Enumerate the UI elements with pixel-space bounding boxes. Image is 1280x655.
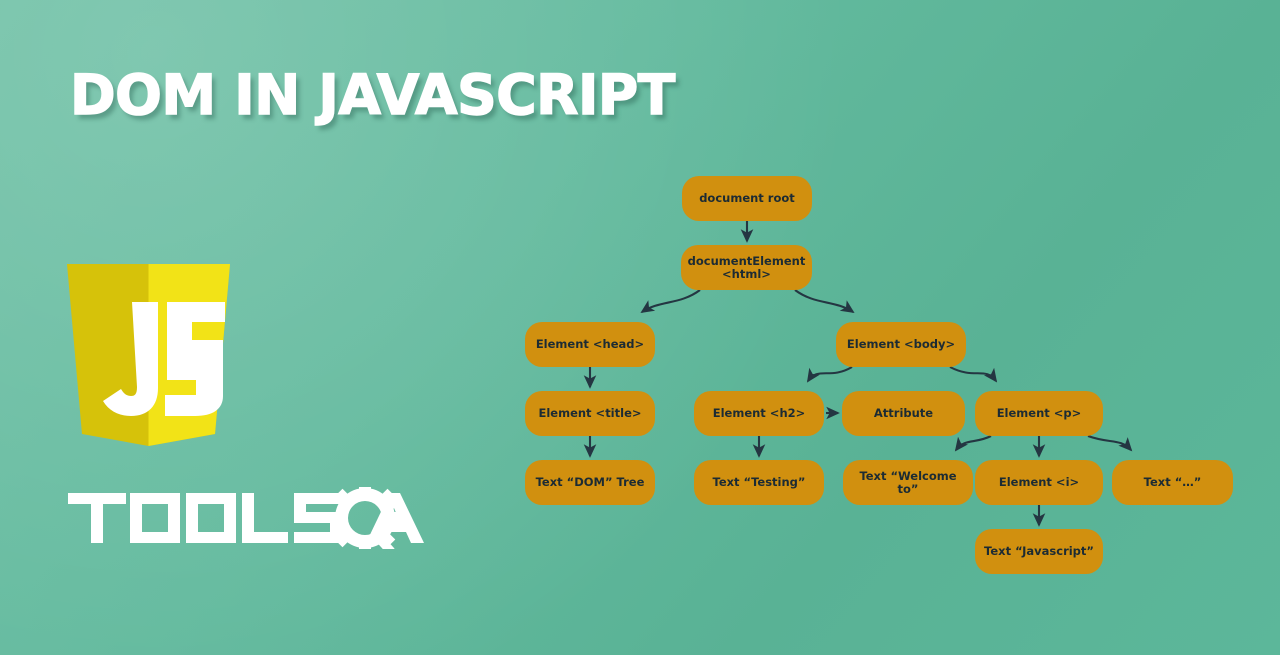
tree-node-element-head[interactable]: Element <head>	[525, 322, 655, 367]
tree-node-label: documentElement <html>	[687, 253, 806, 281]
tree-node-text-dom-tree[interactable]: Text “DOM” Tree	[525, 460, 655, 505]
edge-p-to-welcome	[954, 435, 992, 452]
tree-node-label: Text “DOM” Tree	[535, 475, 645, 489]
tree-node-label: Element <i>	[998, 475, 1080, 489]
tree-node-label: document root	[699, 191, 795, 205]
tree-node-element-i[interactable]: Element <i>	[975, 460, 1103, 505]
tree-node-element-h2[interactable]: Element <h2>	[694, 391, 824, 436]
tree-node-element-p[interactable]: Element <p>	[975, 391, 1103, 436]
tree-node-label: Text “Testing”	[712, 475, 806, 489]
tree-node-document-root[interactable]: document root	[682, 176, 812, 221]
tree-node-label: Element <head>	[535, 337, 645, 351]
js-letter-j	[103, 302, 158, 416]
edge-p-to-ellipsis	[1087, 435, 1133, 452]
tree-node-text-testing[interactable]: Text “Testing”	[694, 460, 824, 505]
tree-node-element-body[interactable]: Element <body>	[836, 322, 966, 367]
tree-node-label: Text “Javascript”	[984, 544, 1094, 558]
tree-node-label: Text “Welcome to”	[859, 468, 957, 496]
tree-node-label: Element <body>	[846, 337, 956, 351]
tree-node-document-element[interactable]: documentElement <html>	[681, 245, 812, 290]
tree-node-text-javascript[interactable]: Text “Javascript”	[975, 529, 1103, 574]
edge-html-to-body	[794, 289, 855, 314]
tree-node-label: Text “…”	[1143, 475, 1202, 489]
toolsqa-logo	[68, 487, 424, 549]
tree-node-label: Element <p>	[996, 406, 1082, 420]
tree-node-attribute[interactable]: Attribute	[842, 391, 965, 436]
tree-node-label: Element <h2>	[712, 406, 806, 420]
tree-node-label: Element <title>	[538, 406, 642, 420]
edge-html-to-head	[640, 289, 701, 314]
page-title: DOM IN JAVASCRIPT	[69, 63, 676, 127]
edge-body-to-h2	[806, 366, 853, 383]
tree-node-label: Attribute	[873, 406, 934, 420]
edge-body-to-p	[949, 366, 998, 383]
javascript-logo	[67, 264, 230, 446]
tree-node-text-ellipsis[interactable]: Text “…”	[1112, 460, 1233, 505]
js-letter-s	[165, 302, 225, 416]
tree-node-element-title[interactable]: Element <title>	[525, 391, 655, 436]
tree-node-text-welcome-to[interactable]: Text “Welcome to”	[843, 460, 973, 505]
